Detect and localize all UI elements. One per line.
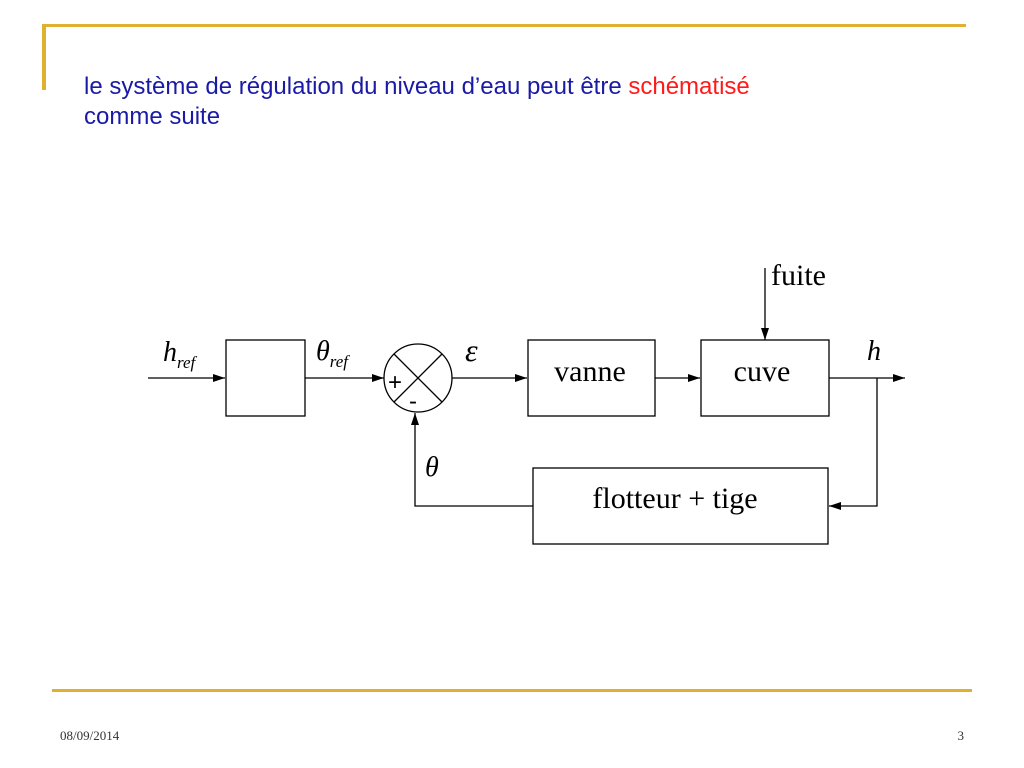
valve-block xyxy=(527,339,656,417)
input-symbol: h xyxy=(163,337,177,368)
sensor-label: flotteur + tige xyxy=(592,482,757,515)
feedback-to-comparator-arrow xyxy=(411,413,533,507)
error-symbol: ε xyxy=(465,332,478,368)
feedback-to-sensor-arrow xyxy=(829,378,878,510)
theta-ref-subscript: ref xyxy=(330,352,351,371)
top-accent-line xyxy=(42,24,966,27)
minus-sign: - xyxy=(409,388,417,415)
title-text: le système de régulation du niveau d’eau… xyxy=(84,73,629,100)
input-h-ref: href xyxy=(163,337,198,372)
input-subscript: ref xyxy=(177,353,198,372)
plus-sign: + xyxy=(388,369,402,396)
theta-ref: θref xyxy=(316,336,350,371)
bottom-accent-line xyxy=(52,689,972,692)
valve-label: vanne xyxy=(554,355,626,388)
sensor-block xyxy=(532,467,829,545)
summing-cross-b xyxy=(393,353,443,403)
output-symbol: h xyxy=(867,336,881,367)
tank-label: cuve xyxy=(734,355,791,388)
left-accent-bar xyxy=(42,24,46,90)
theta-ref-symbol: θ xyxy=(316,336,330,367)
title-text-line2: comme suite xyxy=(84,103,221,130)
tank-block xyxy=(700,339,830,417)
footer-page-number: 3 xyxy=(957,728,965,743)
disturbance-label: fuite xyxy=(771,259,826,292)
feedback-symbol: θ xyxy=(425,452,439,483)
title-highlight: schématisé xyxy=(628,73,750,100)
footer-date: 08/09/2014 xyxy=(60,728,120,743)
reference-block xyxy=(225,339,306,417)
slide-title: le système de régulation du niveau d’eau… xyxy=(84,72,984,132)
